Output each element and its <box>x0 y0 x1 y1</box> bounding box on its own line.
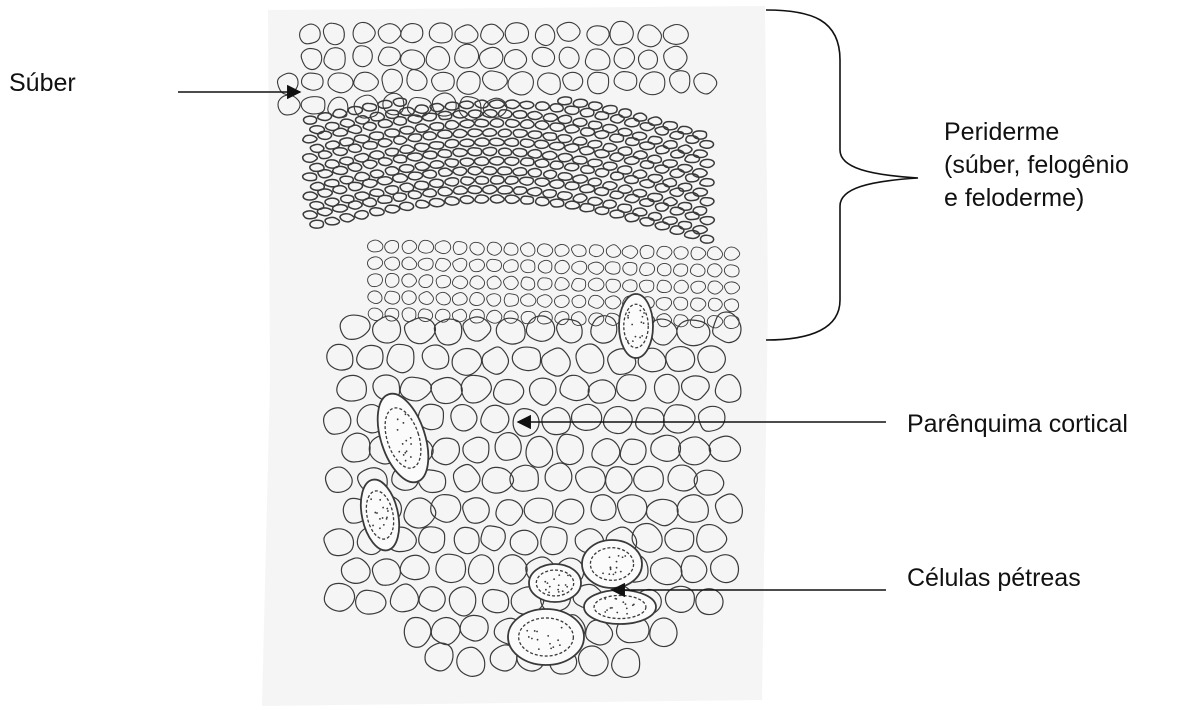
stone-cell <box>584 590 656 624</box>
stone-cell-granule <box>544 581 546 583</box>
stone-cell-granule <box>632 604 634 606</box>
stone-cell-granule <box>536 631 538 633</box>
label-periderme-line3: e feloderme) <box>944 182 1129 215</box>
stone-cell-granule <box>627 340 629 342</box>
stone-cell-granule <box>557 589 559 591</box>
stone-cell-granule <box>631 324 633 326</box>
stone-cell-granule <box>639 310 641 312</box>
stone-cell-granule <box>552 646 554 648</box>
label-suber: Súber <box>9 67 76 100</box>
stone-cell-granule <box>622 601 624 603</box>
stone-cell-granule <box>534 630 536 632</box>
stone-cell-granule <box>526 630 528 632</box>
stone-cell-granule <box>641 335 643 337</box>
stone-cell-granule <box>549 586 551 588</box>
stone-cell-granule <box>611 607 613 609</box>
stone-cell-granule <box>538 648 540 650</box>
stone-cell-granule <box>627 317 629 319</box>
stone-cell-granule <box>640 321 642 323</box>
stone-cell-granule <box>626 607 628 609</box>
stone-cell-granule <box>624 555 626 557</box>
stone-cell-granule <box>528 636 530 638</box>
stone-cell-granule <box>604 598 606 600</box>
stone-cell-granule <box>628 312 630 314</box>
stone-cell-granule <box>547 635 549 637</box>
stone-cell-granule <box>606 609 608 611</box>
stone-cell-granule <box>557 639 559 641</box>
stone-cell-granule <box>537 639 539 641</box>
stone-cell-granule <box>567 574 569 576</box>
stone-cell-granule <box>531 638 533 640</box>
stone-cell-granule <box>558 574 560 576</box>
label-celulas-petreas: Células pétreas <box>907 562 1081 595</box>
stone-cell-granule <box>547 582 549 584</box>
stone-cell-granule <box>558 591 560 593</box>
stone-cell <box>619 294 653 358</box>
stone-cell-granule <box>561 627 563 629</box>
stone-cell-granule <box>627 315 629 317</box>
label-periderme-line1: Periderme <box>944 116 1129 149</box>
stone-cell-granule <box>553 578 555 580</box>
stone-cell-granule <box>610 567 612 569</box>
periderme-brace <box>766 10 918 340</box>
stone-cell-granule <box>565 584 567 586</box>
stone-cell-granule <box>625 603 627 605</box>
stone-cell <box>529 564 581 602</box>
stone-cell-granule <box>618 555 620 557</box>
stone-cell <box>582 540 642 588</box>
stone-cell-granule <box>620 571 622 573</box>
stone-cell-granule <box>616 561 618 563</box>
stone-cell-granule <box>566 586 568 588</box>
stone-cell-granule <box>609 556 611 558</box>
label-parenquima-cortical: Parênquima cortical <box>907 408 1128 441</box>
stone-cell-granule <box>604 611 606 613</box>
stone-cell-granule <box>643 322 645 324</box>
stone-cell-granule <box>642 316 644 318</box>
stone-cell-granule <box>615 572 617 574</box>
label-periderme: Periderme (súber, felogênio e feloderme) <box>944 116 1129 215</box>
stone-cell-granule <box>548 591 550 593</box>
stone-cell-granule <box>639 337 641 339</box>
stone-cell <box>508 609 584 665</box>
stone-cell-granule <box>550 647 552 649</box>
stone-cell-granule <box>613 573 615 575</box>
stone-cell-granule <box>626 613 628 615</box>
stone-cell-granule <box>635 336 637 338</box>
stone-cell-granule <box>559 644 561 646</box>
label-periderme-line2: (súber, felogênio <box>944 149 1129 182</box>
stone-cell-granule <box>562 590 564 592</box>
stone-cell-granule <box>545 589 547 591</box>
stone-cell-granule <box>614 598 616 600</box>
stone-cell-granule <box>643 312 645 314</box>
stone-cell-granule <box>622 556 624 558</box>
stone-cell-granule <box>602 572 604 574</box>
stone-cell-granule <box>608 573 610 575</box>
stone-cell-granule <box>616 612 618 614</box>
stone-cell-granule <box>549 643 551 645</box>
stone-cell-granule <box>558 584 560 586</box>
stone-cell-granule <box>632 340 634 342</box>
stone-cell-granule <box>616 567 618 569</box>
